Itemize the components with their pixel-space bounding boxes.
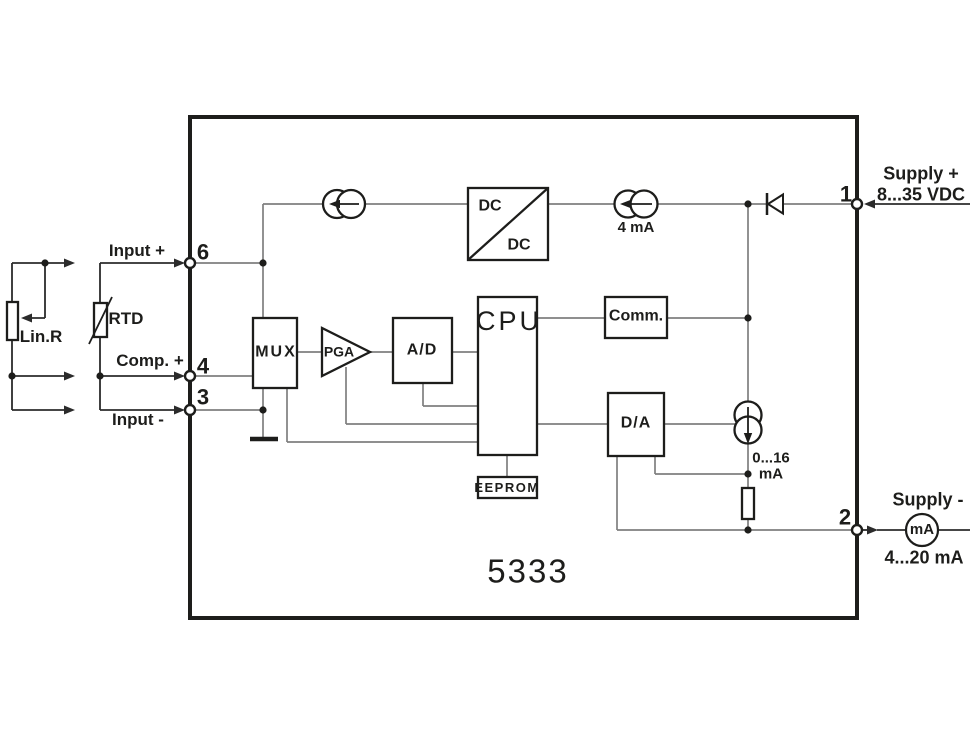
terminal-2-label: 2 — [838, 504, 852, 530]
diode-icon — [765, 192, 784, 216]
pga-amplifier-icon — [320, 326, 373, 378]
current-source-input-icon — [321, 188, 367, 220]
adc-label: A/D — [406, 341, 438, 359]
current-output-line2: mA — [758, 465, 784, 482]
terminal-4-label: 4 — [196, 353, 210, 379]
component-shapes — [5, 186, 940, 548]
ma-meter-label: mA — [909, 521, 935, 539]
terminal-1-label: 1 — [839, 181, 853, 207]
mux-label: MUX — [255, 343, 297, 361]
module-outline — [188, 115, 859, 620]
supply-range-label: 8...35 VDC — [876, 184, 966, 205]
supply-plus-label: Supply + — [883, 163, 959, 184]
comp-plus-label: Comp. + — [116, 351, 184, 371]
adc-box — [391, 316, 454, 385]
comm-box — [603, 295, 669, 340]
input-plus-label: Input + — [108, 241, 166, 261]
current-source-4ma-icon — [613, 189, 659, 219]
input-minus-label: Input - — [112, 410, 164, 430]
current-output-label: 0...16 mA — [752, 450, 790, 482]
current-4ma-label: 4 mA — [617, 219, 655, 237]
linearization-resistor-icon — [5, 300, 20, 342]
terminal-1-node — [850, 197, 864, 211]
rtd-label: RTD — [108, 309, 144, 329]
terminal-6-label: 6 — [196, 239, 210, 265]
terminal-6-node — [183, 256, 197, 270]
dac-label: D/A — [620, 414, 652, 432]
terminal-2-node — [850, 523, 864, 537]
rtd-sensor-icon — [88, 296, 113, 345]
dcdc-out-label: DC — [507, 236, 531, 254]
dcdc-converter-box — [466, 186, 550, 262]
loop-range-label: 4...20 mA — [884, 547, 964, 568]
eeprom-label: EEPROM — [474, 480, 540, 496]
dcdc-in-label: DC — [478, 197, 502, 215]
pga-label: PGA — [323, 343, 355, 360]
junction-dots — [8, 200, 752, 534]
cpu-label: CPU — [475, 305, 543, 336]
terminal-3-label: 3 — [196, 384, 210, 410]
supply-minus-label: Supply - — [892, 489, 964, 510]
sense-resistor-icon — [740, 486, 756, 521]
current-source-output-icon — [733, 400, 763, 445]
current-output-line1: 0...16 — [752, 449, 790, 467]
lin-r-label: Lin.R — [19, 327, 63, 347]
mux-box — [251, 316, 299, 390]
model-number-label: 5333 — [487, 552, 569, 590]
terminal-3-node — [183, 403, 197, 417]
arrowheads — [21, 199, 878, 535]
eeprom-box — [476, 475, 539, 500]
cpu-box — [476, 295, 539, 457]
dac-box — [606, 391, 666, 458]
comm-label: Comm. — [608, 307, 664, 325]
ma-meter-icon — [904, 512, 940, 548]
terminal-nodes — [183, 197, 864, 537]
terminal-4-node — [183, 369, 197, 383]
